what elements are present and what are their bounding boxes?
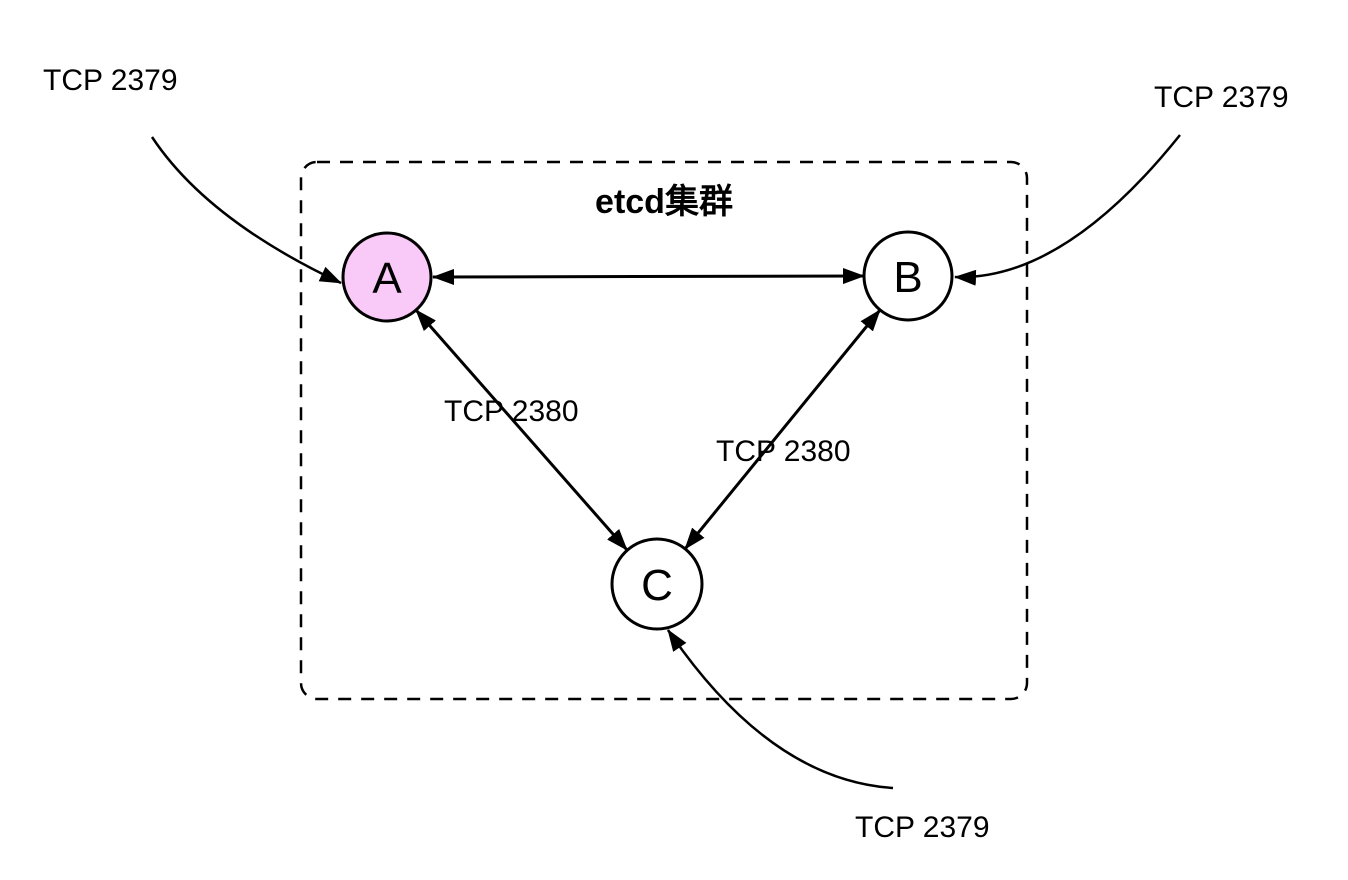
cluster-boundary-box — [299, 160, 1029, 701]
node-c-label: C — [641, 561, 673, 610]
node-b-label: B — [893, 253, 922, 302]
client-arrow-top-right-to-b — [954, 134, 1181, 286]
peer-port-label-b-c: TCP 2380 — [716, 435, 851, 468]
cluster-title: etcd集群 — [595, 183, 733, 221]
peer-edge-b-c — [683, 309, 882, 550]
peer-edge-a-c — [414, 309, 629, 551]
client-arrow-bottom-to-c — [666, 629, 894, 790]
node-a-label: A — [372, 254, 402, 303]
client-port-label-top-left: TCP 2379 — [43, 64, 178, 97]
node-b-circle — [862, 230, 954, 322]
client-port-label-bottom: TCP 2379 — [855, 811, 990, 844]
node-c-circle — [610, 537, 704, 631]
client-arrow-top-left-to-a — [150, 136, 342, 285]
peer-edge-a-b — [432, 268, 865, 285]
client-port-label-top-right: TCP 2379 — [1154, 81, 1289, 114]
peer-port-label-a-c: TCP 2380 — [444, 395, 579, 428]
node-a-circle — [341, 231, 433, 323]
